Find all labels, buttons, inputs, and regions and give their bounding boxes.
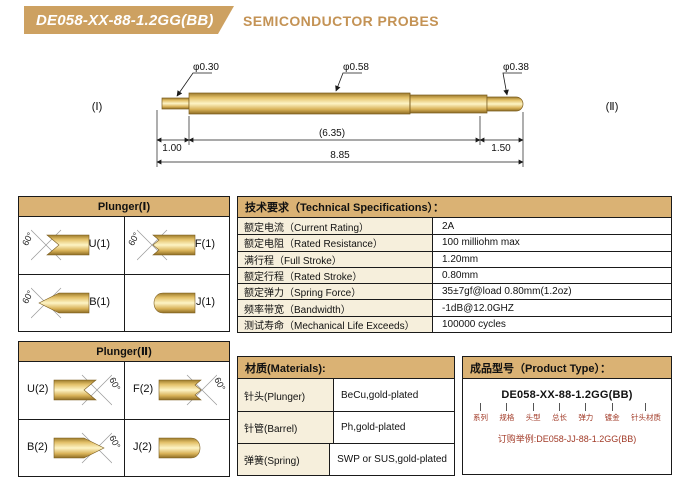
tip-B-drawing	[53, 432, 112, 464]
legend-spring-force: 弹力	[578, 403, 593, 423]
material-value: BeCu,gold-plated	[341, 389, 419, 401]
model-number: DE058-XX-88-1.2GG(BB)	[36, 11, 214, 29]
tip-J-drawing	[153, 292, 196, 314]
spec-label: 额定行程（Rated Stroke）	[238, 267, 433, 284]
spec-label: 额定电流（Current Rating）	[238, 218, 433, 235]
tip-J-drawing	[158, 437, 201, 459]
material-label: 针头(Plunger)	[238, 379, 334, 411]
spec-value: 0.80mm	[442, 270, 479, 282]
product-model-number: DE058-XX-88-1.2GG(BB)	[501, 389, 633, 401]
plunger1-cell-U: 60° U(1)	[19, 217, 124, 274]
probe-body-drawing	[161, 92, 524, 115]
end-label-one: (Ⅰ)	[92, 101, 103, 113]
tip-B-drawing	[31, 287, 90, 319]
tip-F-drawing	[158, 374, 217, 406]
product-type-table: 成品型号（Product Type）： DE058-XX-88-1.2GG(BB…	[462, 356, 672, 475]
material-row-barrel: 针管(Barrel) Ph,gold-plated	[238, 411, 454, 443]
tip-type-label: B(1)	[89, 296, 110, 308]
spec-row-rated-stroke: 额定行程（Rated Stroke） 0.80mm	[238, 266, 671, 284]
end-label-two: (Ⅱ)	[606, 101, 619, 113]
tip-type-label: U(2)	[27, 383, 49, 395]
dimension-dia-right: φ0.38	[503, 62, 529, 73]
dimension-lines	[156, 110, 524, 167]
plunger2-cell-J: J(2)	[124, 419, 229, 476]
spec-value: -1dB@12.0GHZ	[442, 302, 514, 314]
dimension-dia-left: φ0.30	[193, 62, 219, 73]
material-row-spring: 弹簧(Spring) SWP or SUS,gold-plated	[238, 443, 454, 475]
spec-label: 额定弹力（Spring Force）	[238, 284, 433, 300]
plunger1-title: Plunger(Ⅰ)	[19, 197, 229, 217]
material-value: Ph,gold-plated	[341, 422, 406, 433]
plunger2-grid: U(2) 60° F(2) 60° B(2) 60°	[19, 362, 229, 476]
tip-type-label: J(2)	[133, 441, 152, 453]
probe-left-plunger	[161, 97, 190, 110]
legend-spec: 规格	[499, 403, 514, 423]
dimension-total-length: 8.85	[330, 150, 350, 161]
plunger1-grid: 60° U(1) 60° F(1) 60° B(1)	[19, 217, 229, 331]
model-header-box: DE058-XX-88-1.2GG(BB)	[24, 6, 234, 34]
plunger2-title: Plunger(Ⅱ)	[19, 342, 229, 362]
spec-row-full-stroke: 满行程（Full Stroke） 1.20mm	[238, 250, 671, 267]
spec-value: 35±7gf@load 0.80mm(1.2oz)	[442, 286, 572, 298]
tip-type-label: F(2)	[133, 383, 154, 395]
tip-type-label: B(2)	[27, 441, 48, 453]
probe-barrel-section2	[409, 94, 488, 114]
legend-plating: 镀金	[605, 403, 620, 423]
dimension-right-length: 1.50	[491, 143, 511, 154]
plunger2-cell-U: U(2) 60°	[19, 362, 124, 419]
spec-label: 测试寿命（Mechanical Life Exceeds）	[238, 316, 433, 333]
spec-value: 100000 cycles	[442, 318, 506, 330]
tip-U-drawing	[31, 229, 90, 261]
product-code-legend: 系列 规格 头型 总长 弹力 镀金 针头材质	[463, 403, 671, 423]
materials-table-title: 材质(Materials):	[238, 357, 454, 379]
tip-type-label: J(1)	[196, 296, 215, 308]
materials-table: 材质(Materials): 针头(Plunger) BeCu,gold-pla…	[237, 356, 455, 476]
spec-table-title: 技术要求（Technical Specifications）：	[238, 197, 671, 218]
tip-type-label: U(1)	[88, 238, 110, 250]
legend-series: 系列	[473, 403, 488, 423]
dimension-dia-mid: φ0.58	[343, 62, 369, 73]
spec-row-current-rating: 额定电流（Current Rating） 2A	[238, 218, 671, 235]
probe-technical-drawing: φ0.30 φ0.58 φ0.38 1.00 (6.35) 1.50 8.85 …	[92, 62, 619, 167]
tip-type-label: F(1)	[194, 238, 215, 250]
material-label: 弹簧(Spring)	[238, 444, 331, 475]
dimension-mid-length: (6.35)	[319, 128, 345, 139]
probe-right-plunger	[486, 96, 524, 112]
material-label: 针管(Barrel)	[238, 412, 334, 443]
spec-label: 频率带宽（Bandwidth）	[238, 300, 433, 316]
probe-barrel	[188, 92, 411, 115]
dimension-left-length: 1.00	[162, 143, 182, 154]
legend-total-length: 总长	[552, 403, 567, 423]
order-example: 订购举例:DE058-JJ-88-1.2GG(BB)	[497, 434, 637, 444]
plunger1-cell-J: J(1)	[124, 274, 229, 331]
tip-F-drawing	[137, 229, 196, 261]
plunger2-cell-B: B(2) 60°	[19, 419, 124, 476]
tip-U-drawing	[53, 374, 112, 406]
legend-head-type: 头型	[526, 403, 541, 423]
spec-label: 满行程（Full Stroke）	[238, 251, 433, 267]
plunger1-table: Plunger(Ⅰ) 60° U(1) 60° F(1)	[18, 196, 230, 332]
technical-specifications-table: 技术要求（Technical Specifications）： 额定电流（Cur…	[237, 196, 672, 334]
spec-value: 2A	[442, 220, 455, 232]
spec-label: 额定电阻（Rated Resistance）	[238, 235, 433, 251]
page-title: SEMICONDUCTOR PROBES	[243, 13, 439, 29]
spec-row-bandwidth: 频率带宽（Bandwidth） -1dB@12.0GHZ	[238, 299, 671, 316]
diameter-leaders	[176, 72, 522, 97]
spec-value: 1.20mm	[442, 253, 479, 265]
spec-row-spring-force: 额定弹力（Spring Force） 35±7gf@load 0.80mm(1.…	[238, 283, 671, 300]
material-value: SWP or SUS,gold-plated	[337, 454, 447, 465]
plunger1-cell-F: 60° F(1)	[124, 217, 229, 274]
spec-row-rated-resistance: 额定电阻（Rated Resistance） 100 milliohm max	[238, 234, 671, 251]
product-type-title: 成品型号（Product Type）：	[463, 357, 671, 379]
plunger2-cell-F: F(2) 60°	[124, 362, 229, 419]
legend-tip-material: 针头材质	[631, 403, 661, 423]
spec-row-mechanical-life: 测试寿命（Mechanical Life Exceeds） 100000 cyc…	[238, 315, 671, 333]
plunger1-cell-B: 60° B(1)	[19, 274, 124, 331]
plunger2-table: Plunger(Ⅱ) U(2) 60° F(2) 60° B(2)	[18, 341, 230, 477]
material-row-plunger: 针头(Plunger) BeCu,gold-plated	[238, 379, 454, 411]
product-type-body: DE058-XX-88-1.2GG(BB) 系列 规格 头型 总长 弹力 镀金 …	[463, 389, 671, 484]
spec-value: 100 milliohm max	[442, 237, 520, 249]
